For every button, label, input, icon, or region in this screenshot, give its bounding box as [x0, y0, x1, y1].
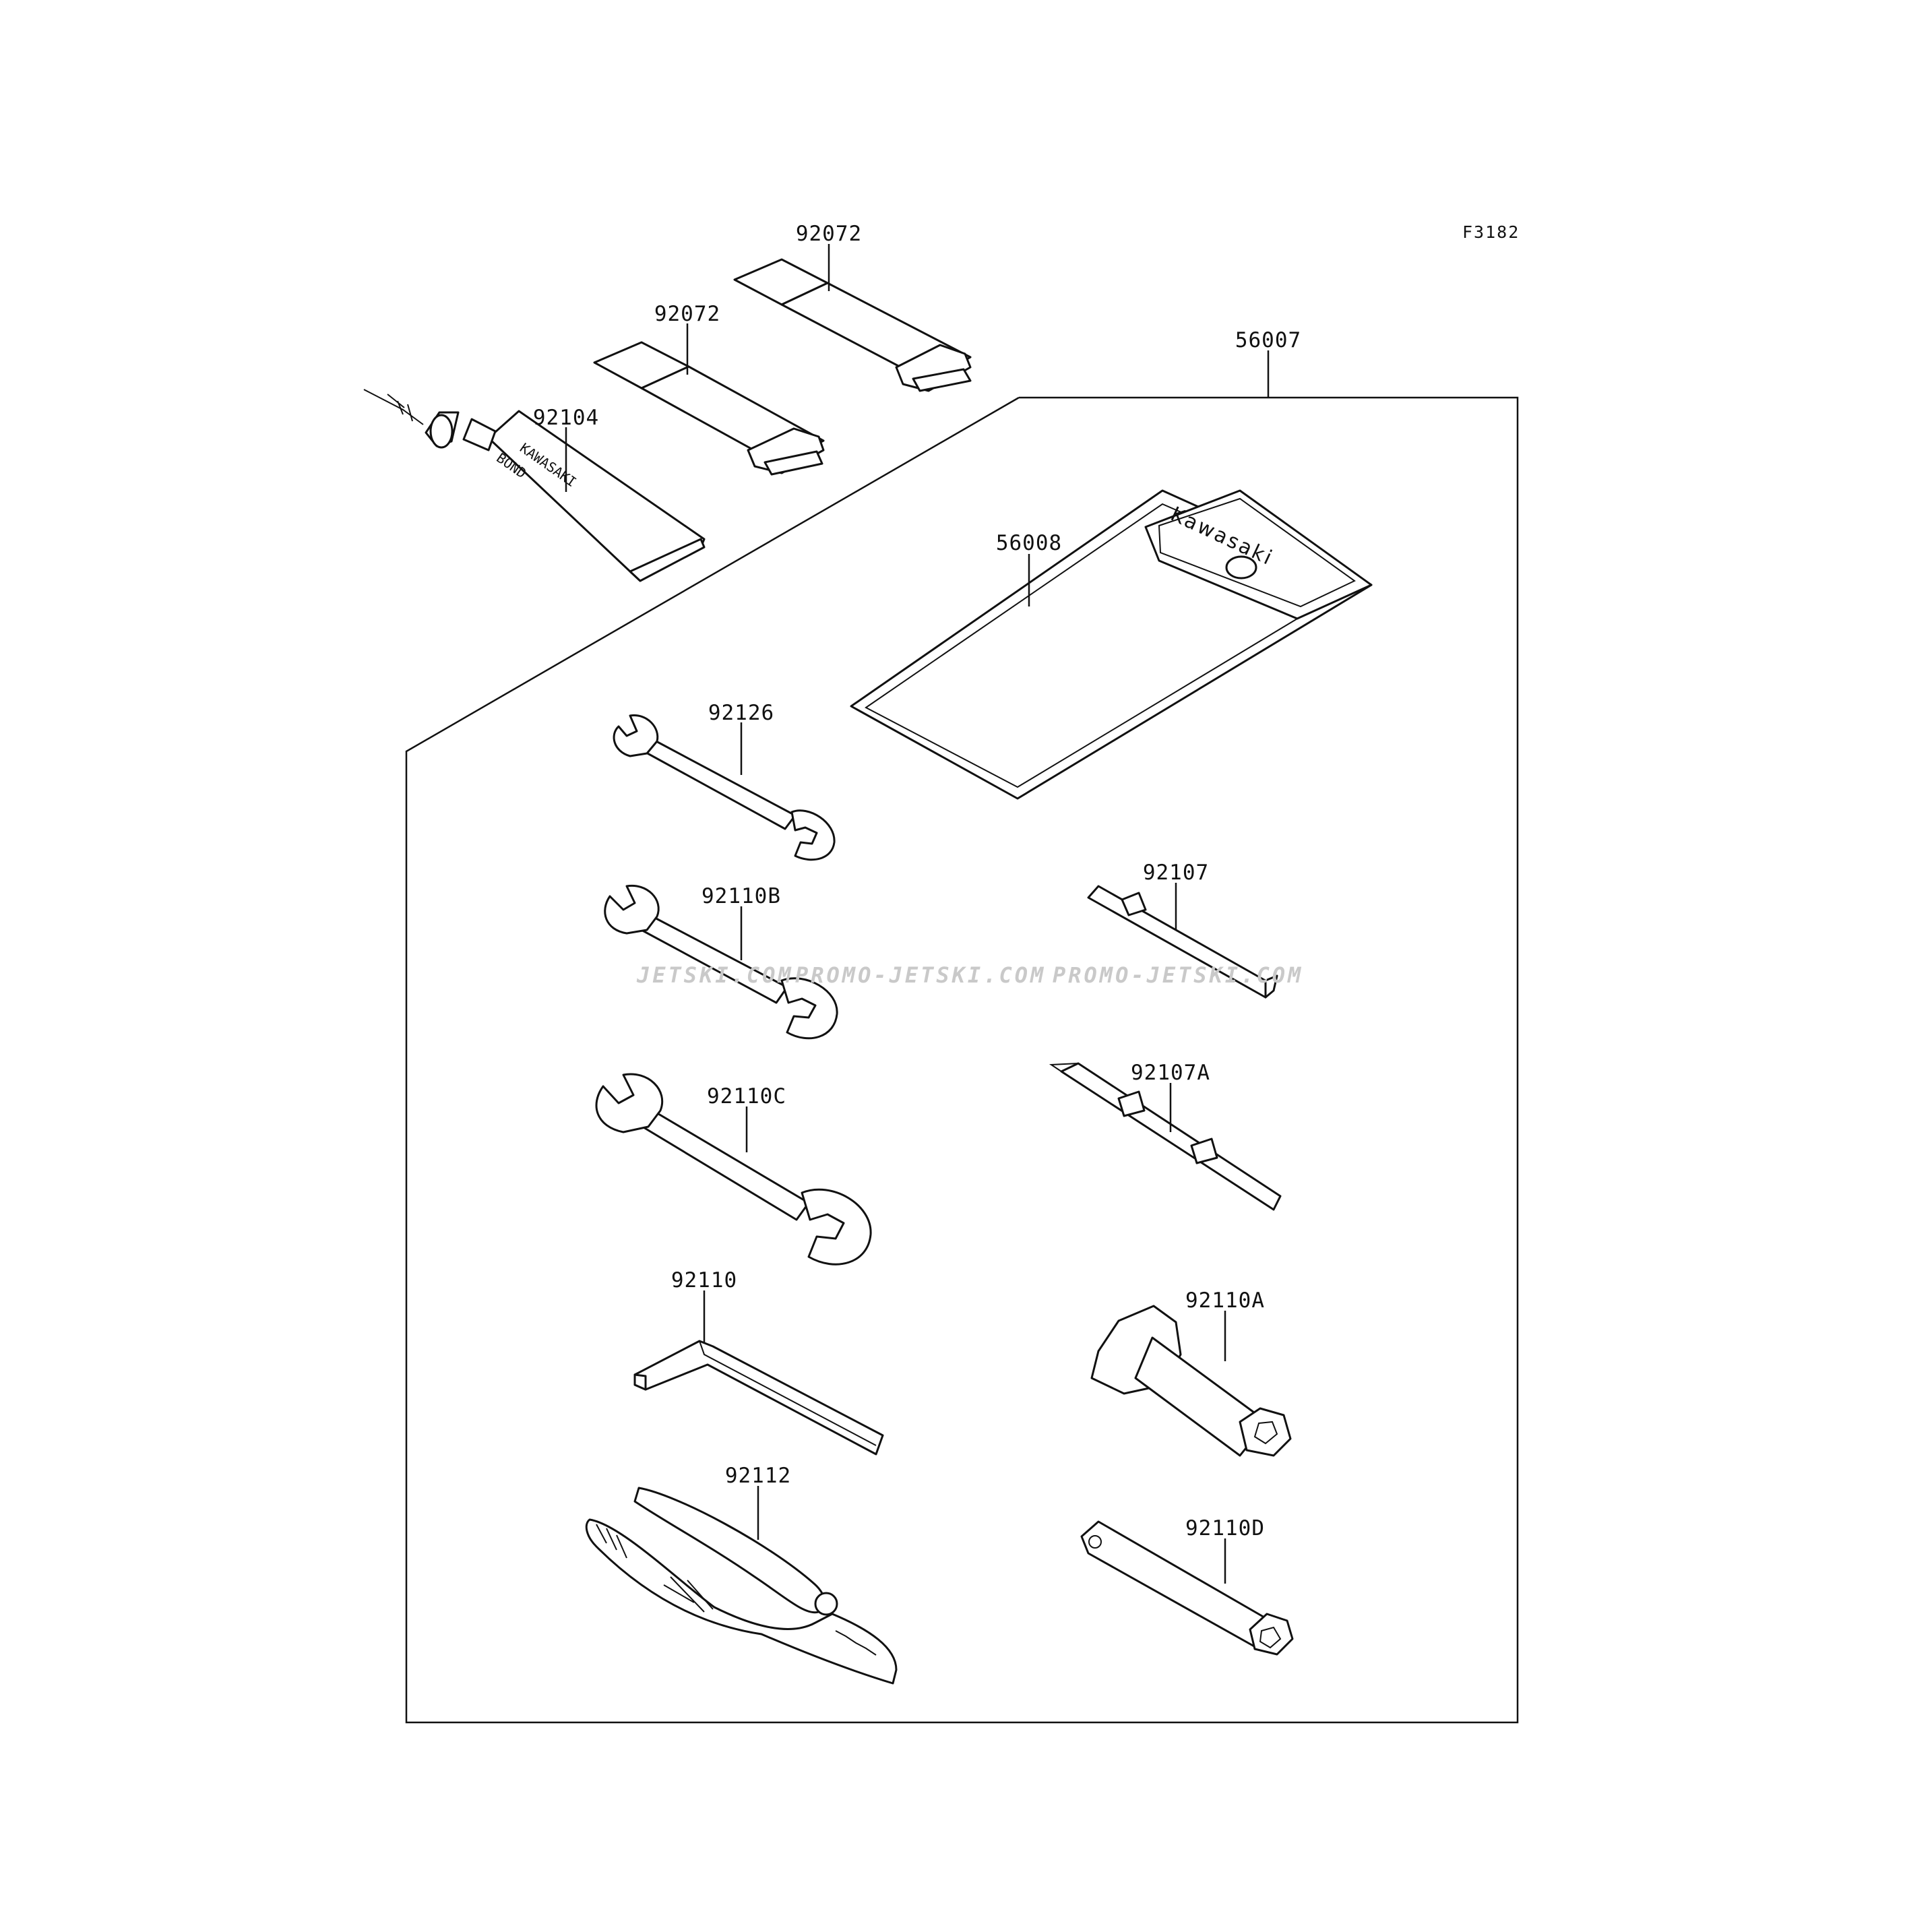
pliers-grip-hatch	[596, 1524, 714, 1613]
wrench-92110C[interactable]	[595, 1073, 872, 1266]
label-driver-92107A[interactable]: 92107A	[1131, 1061, 1210, 1085]
wrench-92126[interactable]	[613, 714, 836, 861]
label-wrench-92126[interactable]: 92126	[708, 701, 774, 725]
figure-code: F3182	[1462, 222, 1520, 242]
label-strap-upper[interactable]: 92072	[796, 222, 862, 246]
label-hex-key[interactable]: 92110	[671, 1268, 737, 1292]
strap-lower[interactable]	[593, 341, 825, 476]
tool-bag[interactable]: Kawasaki	[850, 489, 1373, 800]
wrench-92110B[interactable]	[604, 884, 838, 1040]
hex-key-92110[interactable]	[633, 1340, 884, 1456]
driver-92107[interactable]	[1087, 885, 1278, 999]
strap-upper[interactable]	[733, 258, 972, 392]
driver-92107A[interactable]	[1049, 1062, 1282, 1211]
box-spanner-92110D[interactable]	[1080, 1520, 1294, 1656]
label-bond-tube[interactable]: 92104	[533, 406, 599, 430]
box-spanner-92110A[interactable]	[1090, 1305, 1292, 1457]
pliers-pivot	[814, 1592, 838, 1616]
label-wrench-92110B[interactable]: 92110B	[702, 884, 781, 908]
pliers-92112[interactable]	[585, 1487, 898, 1685]
label-pliers[interactable]: 92112	[725, 1464, 791, 1488]
bond-tube[interactable]: KAWASAKI BOND	[363, 389, 706, 582]
tool-kit-outline	[405, 396, 1519, 1724]
label-tool-kit[interactable]: 56007	[1235, 328, 1301, 352]
label-box-spanner-92110D[interactable]: 92110D	[1185, 1516, 1265, 1540]
watermark-text-3: PROMO-JETSKI.COM	[1053, 962, 1303, 988]
label-strap-lower[interactable]: 92072	[654, 302, 720, 326]
tube-nozzle-cap	[425, 411, 460, 449]
watermark-text-2: PROMO-JETSKI.COM	[795, 962, 1046, 988]
bag-snap-button	[1225, 555, 1257, 580]
label-wrench-92110C[interactable]: 92110C	[707, 1084, 786, 1109]
watermark-text-1: JETSKI.COM	[636, 962, 794, 988]
label-driver-92107[interactable]: 92107	[1143, 861, 1209, 885]
label-box-spanner-92110A[interactable]: 92110A	[1185, 1288, 1265, 1313]
label-tool-bag[interactable]: 56008	[996, 531, 1062, 555]
